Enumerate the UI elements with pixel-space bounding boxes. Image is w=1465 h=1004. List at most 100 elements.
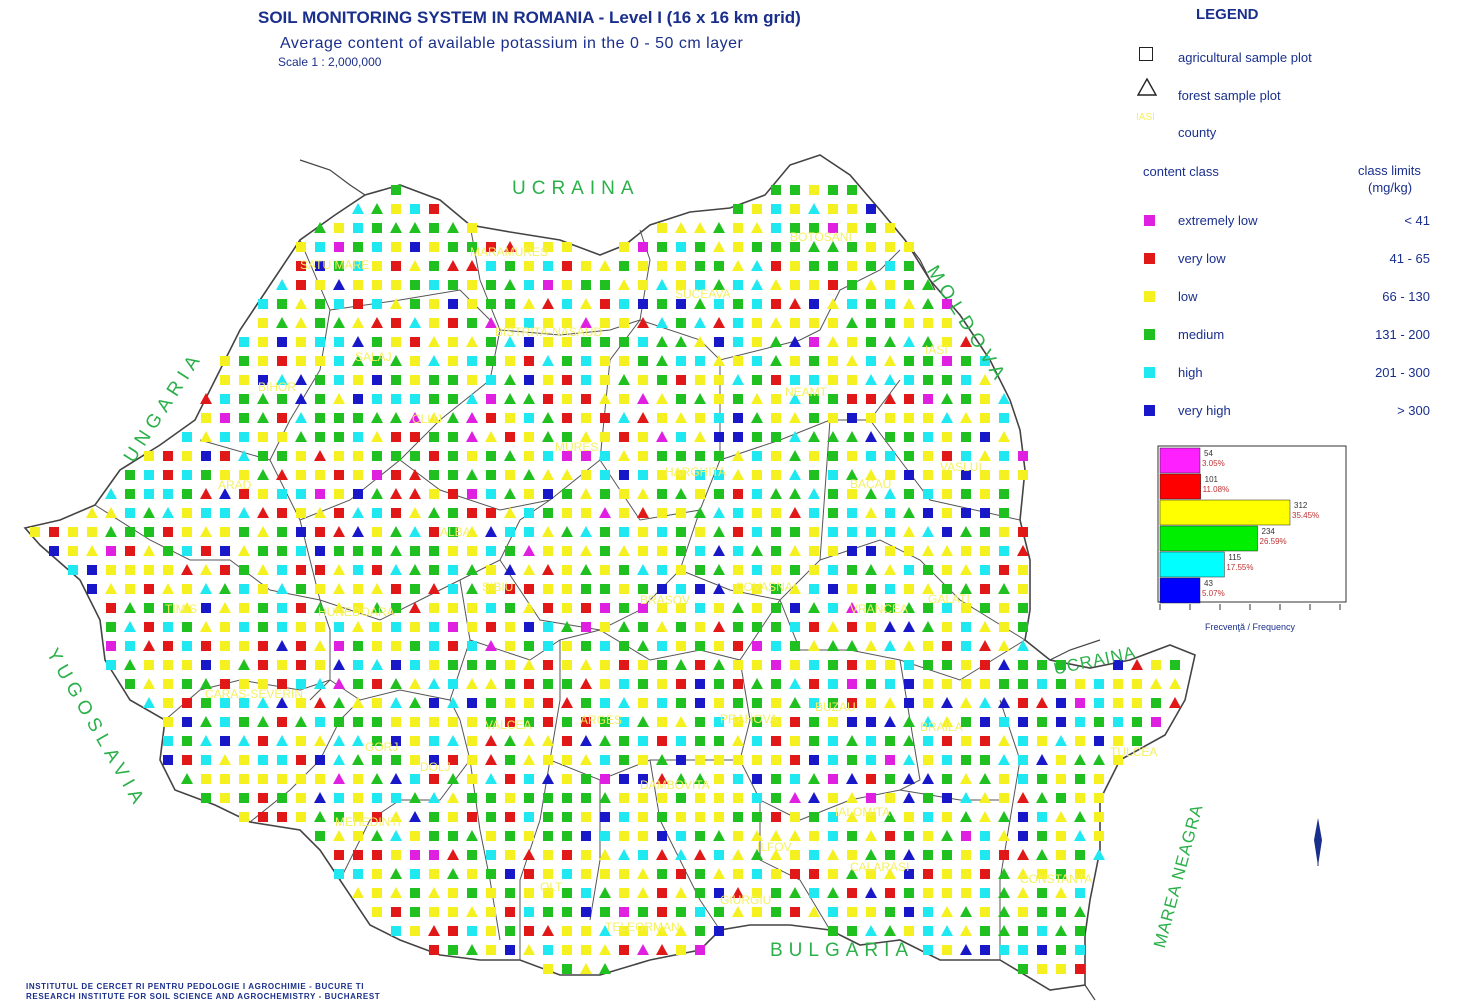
agricultural-sample-plot xyxy=(1018,736,1028,746)
agricultural-sample-plot xyxy=(1075,869,1085,879)
county-label: GORJ xyxy=(365,740,399,754)
agricultural-sample-plot xyxy=(543,907,553,917)
forest-sample-plot xyxy=(846,602,858,613)
agricultural-sample-plot xyxy=(790,223,800,233)
agricultural-sample-plot xyxy=(429,204,439,214)
agricultural-sample-plot xyxy=(581,793,591,803)
agricultural-sample-plot xyxy=(391,584,401,594)
agricultural-sample-plot xyxy=(771,755,781,765)
agricultural-sample-plot xyxy=(543,945,553,955)
agricultural-sample-plot xyxy=(391,717,401,727)
agricultural-sample-plot xyxy=(771,470,781,480)
histogram-percent: 5.07% xyxy=(1202,589,1225,598)
forest-sample-plot xyxy=(333,773,345,784)
agricultural-sample-plot xyxy=(676,698,686,708)
agricultural-sample-plot xyxy=(1094,736,1104,746)
agricultural-sample-plot xyxy=(562,926,572,936)
agricultural-sample-plot xyxy=(695,489,705,499)
agricultural-sample-plot xyxy=(429,755,439,765)
agricultural-sample-plot xyxy=(315,831,325,841)
forest-sample-plot xyxy=(580,659,592,670)
agricultural-sample-plot xyxy=(999,413,1009,423)
agricultural-sample-plot xyxy=(391,470,401,480)
agricultural-sample-plot xyxy=(847,888,857,898)
forest-sample-plot xyxy=(808,640,820,651)
forest-sample-plot xyxy=(466,906,478,917)
forest-sample-plot xyxy=(219,602,231,613)
agricultural-sample-plot xyxy=(847,413,857,423)
agricultural-sample-plot xyxy=(828,926,838,936)
agricultural-sample-plot xyxy=(1037,717,1047,727)
agricultural-sample-plot xyxy=(87,584,97,594)
agricultural-sample-plot xyxy=(809,660,819,670)
agricultural-sample-plot xyxy=(410,755,420,765)
forest-sample-plot xyxy=(732,887,744,898)
agricultural-sample-plot xyxy=(353,546,363,556)
agricultural-sample-plot xyxy=(562,394,572,404)
agricultural-sample-plot xyxy=(182,622,192,632)
agricultural-sample-plot xyxy=(486,926,496,936)
agricultural-sample-plot xyxy=(1113,736,1123,746)
forest-sample-plot xyxy=(865,431,877,442)
agricultural-sample-plot xyxy=(239,679,249,689)
forest-sample-plot xyxy=(675,222,687,233)
agricultural-sample-plot xyxy=(353,432,363,442)
agricultural-sample-plot xyxy=(486,698,496,708)
agricultural-sample-plot xyxy=(486,869,496,879)
agricultural-sample-plot xyxy=(220,736,230,746)
forest-sample-plot xyxy=(333,678,345,689)
forest-sample-plot xyxy=(580,526,592,537)
county-label: BISTRITA-NASAUD xyxy=(495,325,603,339)
forest-sample-plot xyxy=(447,868,459,879)
agricultural-sample-plot xyxy=(524,793,534,803)
agricultural-sample-plot xyxy=(334,546,344,556)
agricultural-sample-plot xyxy=(752,622,762,632)
forest-sample-plot xyxy=(884,488,896,499)
agricultural-sample-plot xyxy=(904,394,914,404)
agricultural-sample-plot xyxy=(467,850,477,860)
agricultural-sample-plot xyxy=(562,641,572,651)
agricultural-sample-plot xyxy=(942,660,952,670)
agricultural-sample-plot xyxy=(942,527,952,537)
agricultural-sample-plot xyxy=(1132,698,1142,708)
agricultural-sample-plot xyxy=(334,508,344,518)
agricultural-sample-plot xyxy=(467,755,477,765)
agricultural-sample-plot xyxy=(809,280,819,290)
agricultural-sample-plot xyxy=(277,299,287,309)
county-label: VALCEA xyxy=(485,718,532,732)
agricultural-sample-plot xyxy=(372,299,382,309)
agricultural-sample-plot xyxy=(923,755,933,765)
agricultural-sample-plot xyxy=(695,565,705,575)
agricultural-sample-plot xyxy=(296,451,306,461)
agricultural-sample-plot xyxy=(828,223,838,233)
agricultural-sample-plot xyxy=(410,299,420,309)
agricultural-sample-plot xyxy=(638,546,648,556)
forest-sample-plot xyxy=(998,697,1010,708)
agricultural-sample-plot xyxy=(201,774,211,784)
forest-sample-plot xyxy=(770,355,782,366)
forest-sample-plot xyxy=(713,564,725,575)
agricultural-sample-plot xyxy=(68,565,78,575)
forest-sample-plot xyxy=(466,431,478,442)
forest-sample-plot xyxy=(371,583,383,594)
agricultural-sample-plot xyxy=(1094,698,1104,708)
forest-sample-plot xyxy=(466,336,478,347)
forest-sample-plot xyxy=(428,678,440,689)
agricultural-sample-plot xyxy=(600,546,610,556)
forest-sample-plot xyxy=(561,526,573,537)
agricultural-sample-plot xyxy=(429,869,439,879)
agricultural-sample-plot xyxy=(562,850,572,860)
forest-sample-plot xyxy=(789,830,801,841)
agricultural-sample-plot xyxy=(543,546,553,556)
agricultural-sample-plot xyxy=(790,907,800,917)
county-label: SATU MARE xyxy=(300,258,370,272)
forest-sample-plot xyxy=(599,925,611,936)
forest-sample-plot xyxy=(504,336,516,347)
histogram-bar xyxy=(1159,499,1291,526)
agricultural-sample-plot xyxy=(49,527,59,537)
forest-sample-plot xyxy=(694,849,706,860)
agricultural-sample-plot xyxy=(790,812,800,822)
forest-sample-plot xyxy=(504,450,516,461)
forest-sample-plot xyxy=(979,811,991,822)
forest-sample-plot xyxy=(447,260,459,271)
